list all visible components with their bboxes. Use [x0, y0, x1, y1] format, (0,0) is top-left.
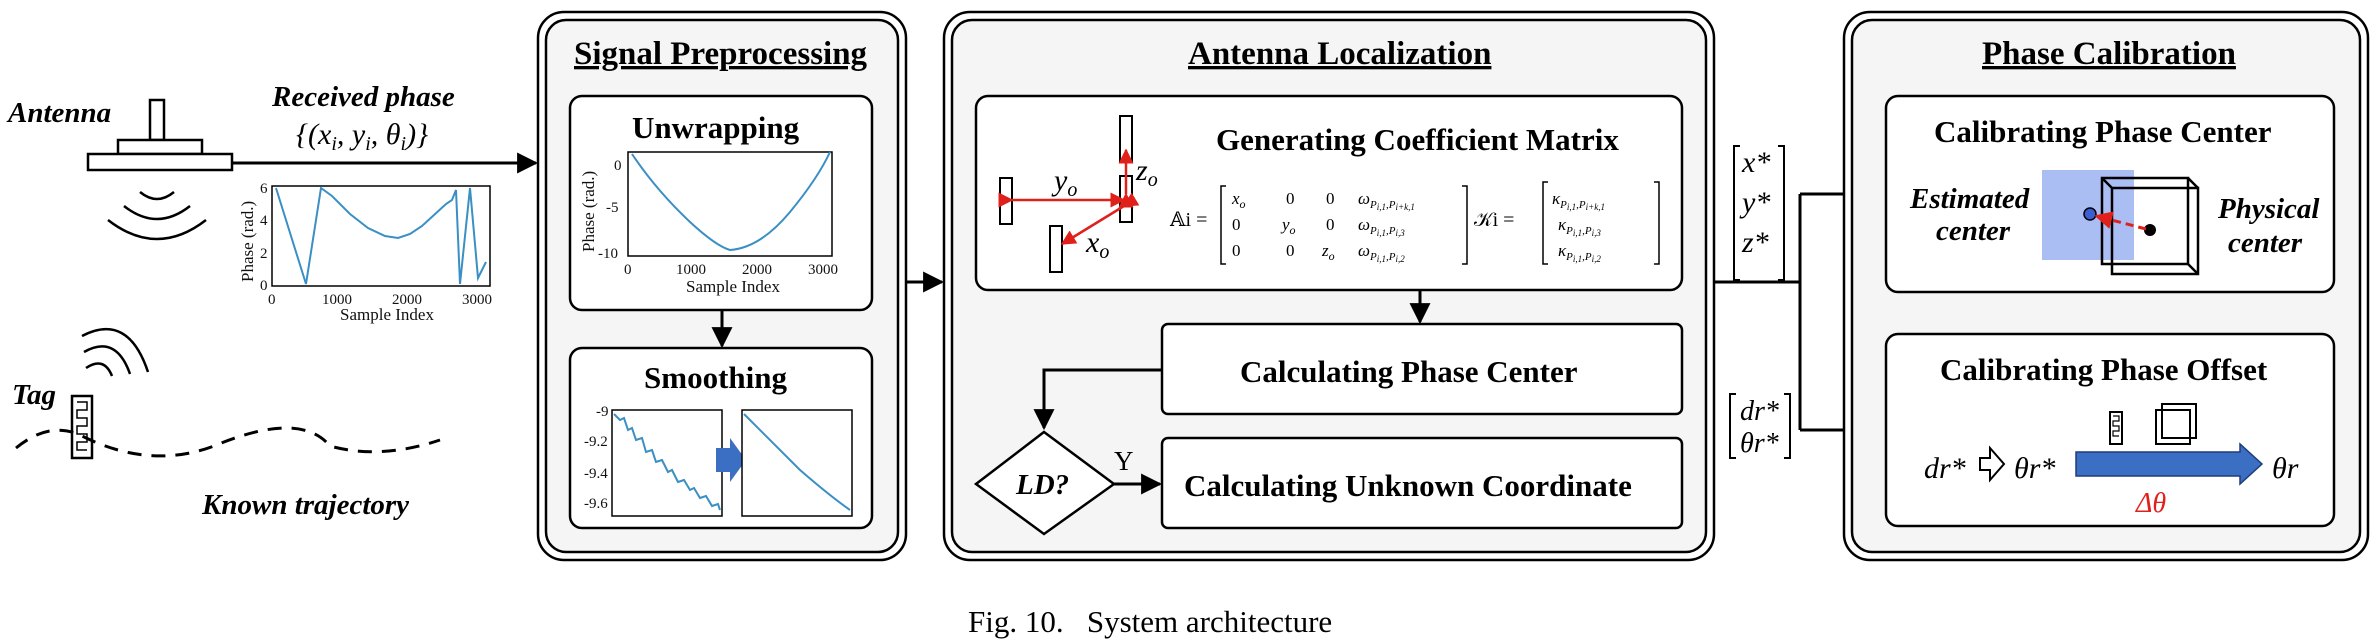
unwrapping-xtick: 0	[624, 262, 632, 278]
theta-r-star: θr*	[1740, 428, 1779, 459]
physical-center-label: Physical	[2217, 193, 2320, 225]
phase-calibration-panel: Phase Calibration Calibrating Phase Cent…	[1842, 10, 2370, 562]
output-connectors: x* y* z* dr* θr*	[1714, 145, 1889, 459]
unknown-coordinate-box: Calculating Unknown Coordinate	[1160, 436, 1684, 530]
physical-center-dot	[2144, 224, 2156, 236]
center-to-decision-arrow	[1033, 368, 1162, 431]
z-star: z*	[1741, 226, 1769, 259]
offset-theta-star: θr*	[2014, 452, 2055, 485]
noisy-phase-curve	[613, 413, 721, 511]
delta-theta-arrow	[2075, 442, 2264, 486]
estimated-center-dot	[2083, 207, 2097, 221]
wrapped-plot-xtick: 0	[268, 292, 276, 308]
wrapped-plot-ylabel: Phase (rad.)	[238, 201, 257, 282]
offset-calibration-title: Calibrating Phase Offset	[1940, 352, 2268, 387]
unwrapping-ytick: -10	[598, 246, 618, 262]
svg-text:0: 0	[1326, 215, 1335, 234]
center-calibration-box: Calibrating Phase Center Estimated cente…	[1884, 94, 2336, 294]
unwrapping-xtick: 3000	[808, 262, 838, 278]
phase-calibration-title: Phase Calibration	[1982, 36, 2236, 72]
wrapped-plot-ytick: 0	[260, 278, 268, 294]
wrapped-plot-ytick: 2	[260, 246, 268, 262]
smoothing-ytick: -9.6	[584, 496, 608, 512]
smoothed-phase-curve	[743, 413, 851, 511]
known-trajectory-curve	[15, 426, 441, 458]
phase-center-box: Calculating Phase Center	[1160, 322, 1684, 416]
smoothing-ytick: -9.4	[584, 466, 608, 482]
unwrapped-phase-curve	[631, 151, 831, 252]
antenna-localization-title: Antenna Localization	[1188, 36, 1491, 72]
antenna-localization-panel: Antenna Localization Generating Coeffici…	[942, 10, 1716, 562]
offset-theta-r: θr	[2272, 452, 2299, 485]
matrix-k-label: 𝒦i =	[1474, 209, 1514, 231]
wrapped-plot-ytick: 4	[260, 213, 268, 229]
unwrapping-xtick: 1000	[676, 262, 706, 278]
estimated-center-label: Estimated	[1909, 183, 2030, 215]
xyz-vector: x* y* z*	[1733, 145, 1785, 281]
unwrapping-title: Unwrapping	[632, 110, 800, 145]
left-input-section: Antenna Received phase {(xi, yi, θi)} Ph…	[6, 81, 539, 521]
received-phase-formula: {(xi, yi, θi)}	[296, 118, 428, 155]
ld-decision-label: LD?	[1015, 469, 1069, 501]
x-star: x*	[1741, 146, 1770, 179]
smoothing-title: Smoothing	[644, 360, 787, 395]
wrapped-plot-xlabel: Sample Index	[340, 305, 434, 324]
wrapped-phase-curve	[275, 186, 487, 285]
wrapped-plot-xtick: 1000	[322, 292, 352, 308]
unwrapping-ylabel: Phase (rad.)	[579, 171, 598, 252]
svg-text:0: 0	[1286, 189, 1295, 208]
smoothing-ytick: -9	[596, 404, 609, 420]
tag-icon	[70, 327, 150, 460]
decision-yes-label: Y	[1114, 446, 1134, 476]
svg-text:0: 0	[1232, 215, 1241, 234]
physical-center-label: center	[2228, 227, 2303, 259]
received-phase-label: Received phase	[271, 81, 455, 113]
unknown-coordinate-box-label: Calculating Unknown Coordinate	[1184, 468, 1632, 503]
offset-calibration-box: Calibrating Phase Offset dr* θr* Δθ θr	[1884, 332, 2336, 528]
figure-caption: Fig. 10. System architecture	[968, 604, 1332, 639]
svg-text:0: 0	[1326, 189, 1335, 208]
known-trajectory-label: Known trajectory	[201, 489, 409, 521]
offset-d-star: dr*	[1924, 452, 1966, 485]
smoothing-arrow-icon	[716, 438, 746, 482]
phase-center-box-label: Calculating Phase Center	[1240, 354, 1578, 389]
svg-text:0: 0	[1232, 241, 1241, 260]
unwrapping-xlabel: Sample Index	[686, 277, 780, 296]
offset-arrow-icon	[1979, 445, 2006, 483]
wrapped-phase-plot: Phase (rad.) 0 2 4 6 0 1000 2000 3000 Sa…	[238, 181, 492, 324]
signal-preprocessing-title: Signal Preprocessing	[574, 36, 868, 72]
antenna-label: Antenna	[6, 97, 111, 129]
d-r-star: dr*	[1740, 396, 1779, 427]
smoothing-ytick: -9.2	[584, 434, 608, 450]
antenna-icon	[86, 98, 234, 241]
calibration-vector	[2094, 211, 2147, 231]
tag-label: Tag	[12, 379, 56, 411]
signal-preprocessing-panel: Signal Preprocessing Unwrapping Phase (r…	[536, 10, 908, 562]
matrix-a-label: 𝔸i =	[1169, 209, 1207, 231]
delta-theta-label: Δθ	[2135, 488, 2166, 519]
tag-and-antenna-icons	[2109, 403, 2197, 445]
ld-decision: LD?	[973, 430, 1117, 536]
unwrapping-box: Unwrapping Phase (rad.) 0 -5 -10 0 1000 …	[568, 94, 874, 312]
coefficient-matrix-box: Generating Coefficient Matrix yo zo xo 𝔸…	[974, 94, 1684, 292]
svg-text:0: 0	[1286, 241, 1295, 260]
unwrapping-ytick: 0	[614, 158, 622, 174]
unwrapping-ytick: -5	[606, 200, 619, 216]
y-star: y*	[1739, 186, 1770, 219]
coefficient-matrix-title: Generating Coefficient Matrix	[1216, 122, 1619, 157]
unwrapping-xtick: 2000	[742, 262, 772, 278]
smoothing-box: Smoothing -9 -9.2 -9.4 -9.6	[568, 346, 874, 530]
coordinate-frame-sketch: yo zo xo	[998, 115, 1158, 273]
estimated-center-label: center	[1936, 215, 2011, 247]
center-calibration-title: Calibrating Phase Center	[1934, 114, 2272, 149]
d-theta-vector: dr* θr*	[1729, 393, 1791, 459]
wrapped-plot-ytick: 6	[260, 181, 268, 197]
wrapped-plot-xtick: 2000	[392, 292, 422, 308]
wrapped-plot-xtick: 3000	[462, 292, 492, 308]
